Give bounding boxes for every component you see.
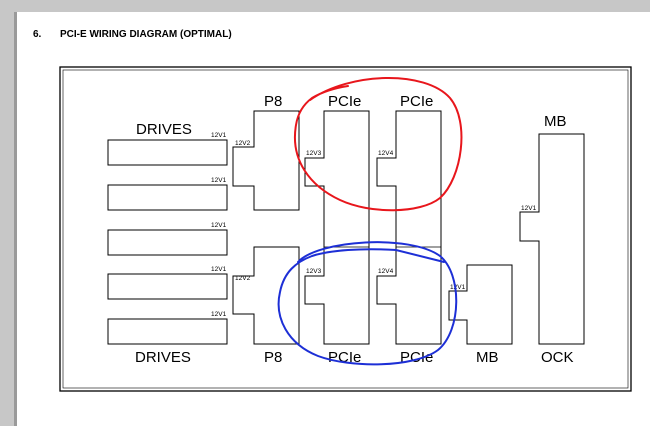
- drive-4-rail: 12V1: [211, 266, 227, 273]
- drive-connector-4: [107, 273, 228, 300]
- drives-bottom-label: DRIVES: [135, 349, 191, 366]
- drive-connector-3: [107, 229, 228, 256]
- p8-bottom-rail: 12V2: [235, 275, 251, 282]
- p8-top-label: P8: [264, 93, 282, 110]
- drive-connector-1: [107, 139, 228, 166]
- section-title-text: PCI-E WIRING DIAGRAM (OPTIMAL): [60, 29, 232, 40]
- mb-tall-rail: 12V1: [521, 205, 537, 212]
- drive-1-rail: 12V1: [211, 132, 227, 139]
- drive-connector-5: [107, 318, 228, 345]
- pcie-top-left-rail: 12V3: [306, 150, 322, 157]
- mb-top-label: MB: [544, 113, 567, 130]
- mb-small-rail: 12V1: [450, 284, 466, 291]
- pcie-bottom-right-rail: 12V4: [378, 268, 394, 275]
- drives-top-label: DRIVES: [136, 121, 192, 138]
- section-heading: 6. PCI-E WIRING DIAGRAM (OPTIMAL): [33, 29, 232, 40]
- bottom-annotation-circle: [277, 241, 458, 366]
- mb-tall-connector: [519, 133, 585, 345]
- p8-top-rail: 12V2: [235, 140, 251, 147]
- section-number: 6.: [33, 29, 42, 40]
- pcie-connector-1: [304, 110, 370, 345]
- pcie-connector-2: [376, 110, 442, 345]
- p8-top-connector: [232, 110, 300, 211]
- diagram-frame-outer: [59, 66, 632, 392]
- pcie-bottom-2-label: PCIe: [400, 349, 433, 366]
- top-annotation-circle: [293, 77, 463, 212]
- pcie-bottom-left-rail: 12V3: [306, 268, 322, 275]
- p8-bottom-connector: [232, 246, 300, 345]
- pcie-top-right-rail: 12V4: [378, 150, 394, 157]
- p8-bottom-label: P8: [264, 349, 282, 366]
- mb-bottom-label: MB: [476, 349, 499, 366]
- drive-2-rail: 12V1: [211, 177, 227, 184]
- pcie-top-1-label: PCIe: [328, 93, 361, 110]
- pcie-top-2-label: PCIe: [400, 93, 433, 110]
- drive-3-rail: 12V1: [211, 222, 227, 229]
- page-shadow: [14, 12, 17, 426]
- drive-5-rail: 12V1: [211, 311, 227, 318]
- diagram-frame-inner: [62, 69, 629, 389]
- mb-small-connector: [448, 264, 513, 345]
- drive-connector-2: [107, 184, 228, 211]
- ock-label: OCK: [541, 349, 574, 366]
